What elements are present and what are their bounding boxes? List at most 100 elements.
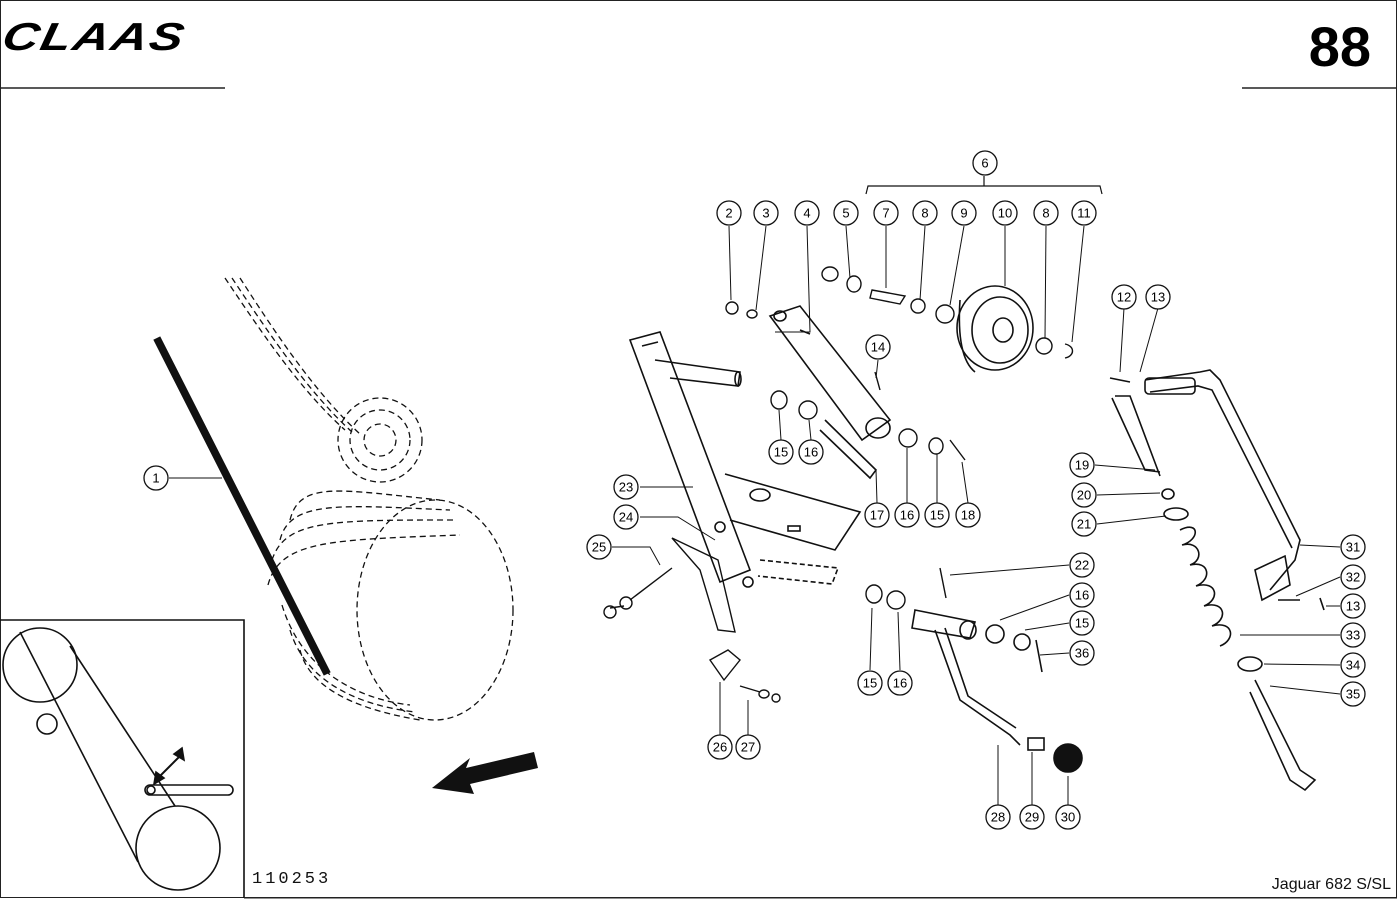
callout-label: 30 — [1061, 810, 1075, 825]
callout-23: 23 — [613, 474, 639, 500]
callout-label: 15 — [1075, 616, 1089, 631]
callout-8: 8 — [912, 200, 938, 226]
callout-circle — [924, 502, 950, 528]
callout-21: 21 — [1071, 511, 1097, 537]
callout-label: 9 — [960, 206, 967, 221]
callout-label: 16 — [1075, 588, 1089, 603]
callout-label: 19 — [1075, 458, 1089, 473]
callout-circle — [912, 200, 938, 226]
callout-circle — [864, 502, 890, 528]
callout-label: 24 — [619, 510, 633, 525]
callout-22: 22 — [1069, 552, 1095, 578]
callout-25: 25 — [586, 534, 612, 560]
callout-circle — [1145, 284, 1171, 310]
callout-label: 7 — [882, 206, 889, 221]
callout-13: 13 — [1340, 593, 1366, 619]
callout-16: 16 — [1069, 582, 1095, 608]
callout-36: 36 — [1069, 640, 1095, 666]
callout-circle — [972, 150, 998, 176]
callout-label: 35 — [1346, 687, 1360, 702]
callout-circle — [865, 334, 891, 360]
callout-circle — [1340, 681, 1366, 707]
callout-label: 22 — [1075, 558, 1089, 573]
callout-circle — [716, 200, 742, 226]
callout-circle — [1340, 593, 1366, 619]
callout-label: 32 — [1346, 570, 1360, 585]
callout-circle — [1069, 552, 1095, 578]
direction-arrow-icon — [432, 752, 538, 794]
page-number: 88 — [1308, 15, 1371, 78]
callout-20: 20 — [1071, 482, 1097, 508]
callout-label: 23 — [619, 480, 633, 495]
callout-5: 5 — [833, 200, 859, 226]
callout-label: 11 — [1077, 206, 1091, 221]
callout-label: 25 — [592, 540, 606, 555]
callout-7: 7 — [873, 200, 899, 226]
callout-label: 26 — [713, 740, 727, 755]
callout-circle — [798, 439, 824, 465]
callout-6: 6 — [972, 150, 998, 176]
callout-label: 17 — [870, 508, 884, 523]
callout-circle — [613, 504, 639, 530]
callout-label: 8 — [1042, 206, 1049, 221]
callout-24: 24 — [613, 504, 639, 530]
callout-label: 16 — [804, 445, 818, 460]
callout-circle — [894, 502, 920, 528]
callout-27: 27 — [735, 734, 761, 760]
callout-circle — [1071, 482, 1097, 508]
callout-circle — [1069, 452, 1095, 478]
callout-circle — [992, 200, 1018, 226]
callout-label: 18 — [961, 508, 975, 523]
callout-2: 2 — [716, 200, 742, 226]
overview-inset — [0, 619, 245, 898]
callout-circle — [951, 200, 977, 226]
callout-circle — [887, 670, 913, 696]
tension-arm — [768, 305, 892, 480]
callout-circle — [1055, 804, 1081, 830]
callout-label: 4 — [803, 206, 810, 221]
callout-label: 20 — [1077, 488, 1091, 503]
belt-illustration — [153, 277, 514, 721]
callout-circle — [1340, 622, 1366, 648]
callout-11: 11 — [1071, 200, 1097, 226]
callout-17: 17 — [864, 502, 890, 528]
callout-16: 16 — [798, 439, 824, 465]
callout-label: 28 — [991, 810, 1005, 825]
pulley — [956, 285, 1034, 373]
callout-circle — [1340, 652, 1366, 678]
callout-circle — [143, 465, 169, 491]
callout-circle — [1071, 200, 1097, 226]
callout-label: 12 — [1117, 290, 1131, 305]
callout-9: 9 — [951, 200, 977, 226]
callout-label: 5 — [842, 206, 849, 221]
callout-16: 16 — [894, 502, 920, 528]
callout-circle — [735, 734, 761, 760]
callout-label: 3 — [762, 206, 769, 221]
callout-label: 10 — [998, 206, 1012, 221]
callout-15: 15 — [768, 439, 794, 465]
callout-30: 30 — [1055, 804, 1081, 830]
callout-19: 19 — [1069, 452, 1095, 478]
callout-circle — [1019, 804, 1045, 830]
tensioner-frame — [628, 331, 862, 588]
callout-15: 15 — [1069, 610, 1095, 636]
callout-label: 21 — [1077, 517, 1091, 532]
callout-label: 29 — [1025, 810, 1039, 825]
callout-circle — [707, 734, 733, 760]
callout-12: 12 — [1111, 284, 1137, 310]
callout-circle — [1069, 640, 1095, 666]
callout-label: 2 — [725, 206, 732, 221]
model-label: Jaguar 682 S/SL — [1271, 876, 1391, 893]
callout-circle — [613, 474, 639, 500]
drawing-number: 110253 — [252, 870, 332, 889]
callout-circle — [833, 200, 859, 226]
callout-26: 26 — [707, 734, 733, 760]
callout-circle — [1033, 200, 1059, 226]
callout-circle — [586, 534, 612, 560]
callout-circle — [1069, 582, 1095, 608]
leader-lines — [169, 225, 1341, 805]
callout-label: 15 — [774, 445, 788, 460]
callout-label: 13 — [1346, 599, 1360, 614]
callout-label: 13 — [1151, 290, 1165, 305]
callout-label: 16 — [900, 508, 914, 523]
